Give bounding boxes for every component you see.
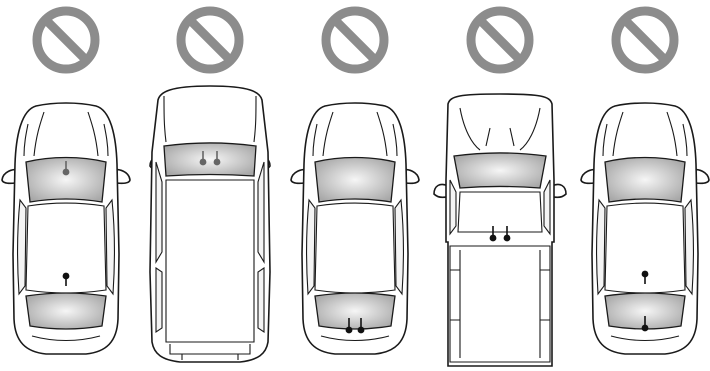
vehicle-sedan-2 [291, 103, 419, 354]
prohibition-icon [37, 11, 95, 69]
vehicle-pickup [434, 94, 566, 366]
prohibition-icon [181, 11, 239, 69]
prohibition-icon [326, 11, 384, 69]
vehicle-minivan [150, 86, 270, 362]
prohibition-icon [471, 11, 529, 69]
vehicle-sedan-3 [581, 103, 709, 354]
vehicle-sedan-1 [2, 103, 130, 354]
prohibition-icon [616, 11, 674, 69]
